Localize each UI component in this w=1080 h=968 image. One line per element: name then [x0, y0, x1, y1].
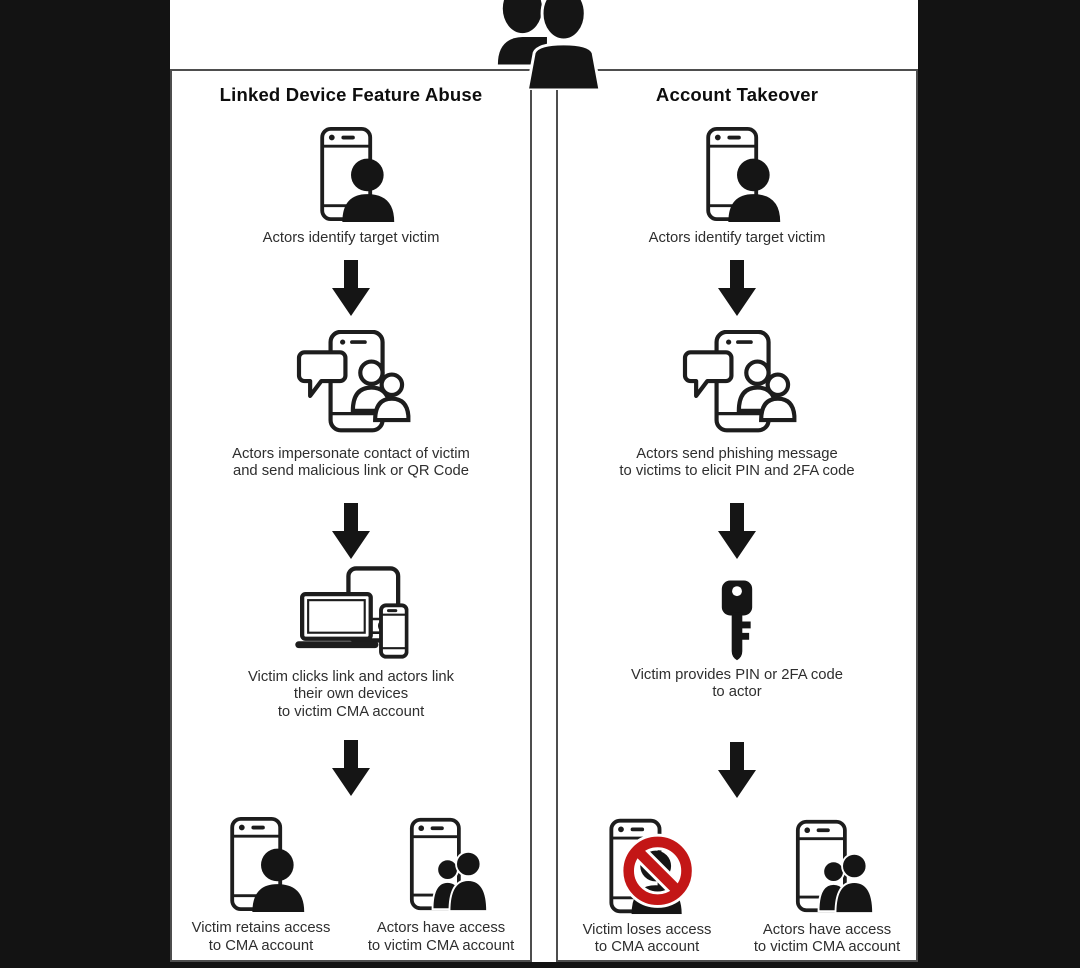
panel-title: Linked Device Feature Abuse — [219, 84, 483, 105]
panel-account-takeover: Account Takeover Actors identify target … — [556, 69, 918, 962]
outcome-caption: Victim retains access to CMA account — [191, 920, 331, 954]
phone-chat-contacts-icon — [673, 330, 801, 434]
two-actors-icon — [486, 0, 604, 90]
outcome-victim-loses-access: Victim loses access to CMA account — [559, 816, 735, 957]
phone-person-blocked-icon — [594, 816, 700, 916]
outcome-caption: Actors have access to victim CMA account — [753, 921, 901, 956]
phone-two-actors-icon — [393, 814, 489, 914]
phone-person-icon — [213, 814, 309, 914]
step-caption: Actors identify target victim — [262, 230, 440, 246]
outcomes-row: Victim loses access to CMA account Actor… — [558, 816, 916, 957]
down-arrow-icon — [332, 260, 370, 316]
phone-person-icon — [689, 124, 785, 224]
outcomes-row: Victim retains access to CMA account Act… — [172, 814, 530, 955]
step-caption: Victim clicks link and actors link their… — [247, 668, 455, 720]
down-arrow-icon — [718, 503, 756, 559]
phone-two-actors-icon — [779, 816, 875, 916]
down-arrow-icon — [718, 260, 756, 316]
phone-chat-contacts-icon — [287, 330, 415, 434]
outcome-caption: Victim loses access to CMA account — [582, 921, 712, 956]
step-caption: Victim provides PIN or 2FA code to actor — [631, 666, 843, 701]
down-arrow-icon — [718, 742, 756, 798]
down-arrow-icon — [332, 503, 370, 559]
outcome-actors-have-access: Actors have access to victim CMA account — [353, 814, 529, 955]
panel-linked-device-feature-abuse: Linked Device Feature Abuse Actors ident… — [170, 69, 532, 962]
linked-devices-icon — [288, 565, 414, 661]
diagram-paper: Linked Device Feature Abuse Actors ident… — [170, 0, 918, 962]
step-caption: Actors impersonate contact of victim and… — [232, 445, 470, 480]
outcome-actors-have-access: Actors have access to victim CMA account — [739, 816, 915, 957]
phone-person-icon — [303, 124, 399, 224]
outcome-victim-retains-access: Victim retains access to CMA account — [173, 814, 349, 955]
outcome-caption: Actors have access to victim CMA account — [367, 920, 515, 954]
panel-title: Account Takeover — [655, 84, 819, 105]
key-icon — [715, 579, 759, 661]
step-caption: Actors identify target victim — [648, 230, 826, 246]
step-caption: Actors send phishing message to victims … — [619, 445, 855, 480]
down-arrow-icon — [332, 740, 370, 796]
